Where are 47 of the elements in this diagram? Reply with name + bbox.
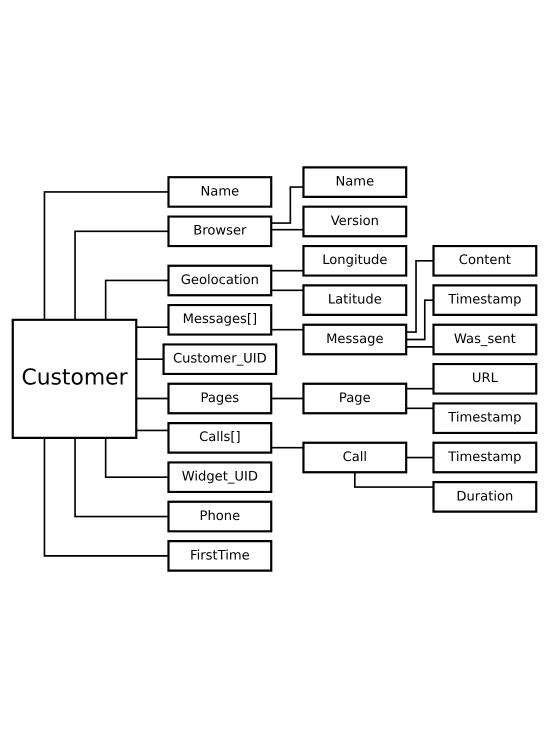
connector (271, 269, 304, 271)
node-box: Version (302, 205, 408, 237)
connector (271, 328, 304, 330)
node-box: Calls[] (167, 422, 272, 454)
node-box: Timestamp (432, 284, 538, 316)
connector (136, 429, 168, 431)
node-box: Phone (167, 500, 272, 532)
node-box: Timestamp (432, 441, 538, 473)
node-box: Duration (432, 480, 538, 512)
connector (406, 346, 434, 348)
node-box: Message (302, 323, 408, 355)
node-box: Timestamp (432, 402, 538, 434)
connector (136, 397, 168, 399)
node-box: Browser (167, 214, 272, 247)
connector (136, 326, 168, 328)
node-box: Page (302, 382, 408, 414)
connector (406, 260, 434, 332)
connector (271, 446, 304, 448)
connector (406, 456, 434, 458)
node-box: Customer_UID (162, 342, 278, 375)
node-box: Geolocation (167, 264, 272, 296)
node-box: Widget_UID (167, 460, 272, 493)
node-box: Messages[] (167, 303, 272, 336)
connector (44, 190, 168, 320)
node-box: URL (432, 362, 538, 394)
connector (406, 407, 434, 409)
connector (44, 438, 168, 556)
node-box: Pages (167, 382, 272, 414)
node-box: Longitude (302, 244, 408, 276)
connector (104, 279, 168, 320)
connector (271, 397, 304, 399)
connector (74, 438, 168, 517)
node-box: Content (432, 244, 538, 276)
node-box: Name (167, 176, 272, 208)
connector (74, 230, 168, 320)
connector (104, 438, 168, 478)
connector (406, 298, 434, 340)
node-box: Call (302, 441, 408, 473)
connector (136, 358, 164, 360)
node-box: Latitude (302, 284, 408, 316)
node-box: Name (302, 166, 408, 198)
node-box: Customer (12, 318, 138, 438)
node-box: FirstTime (167, 540, 272, 572)
node-box: Was_sent (432, 323, 538, 355)
connector (271, 289, 304, 291)
connector (271, 228, 304, 230)
connector (406, 387, 434, 389)
